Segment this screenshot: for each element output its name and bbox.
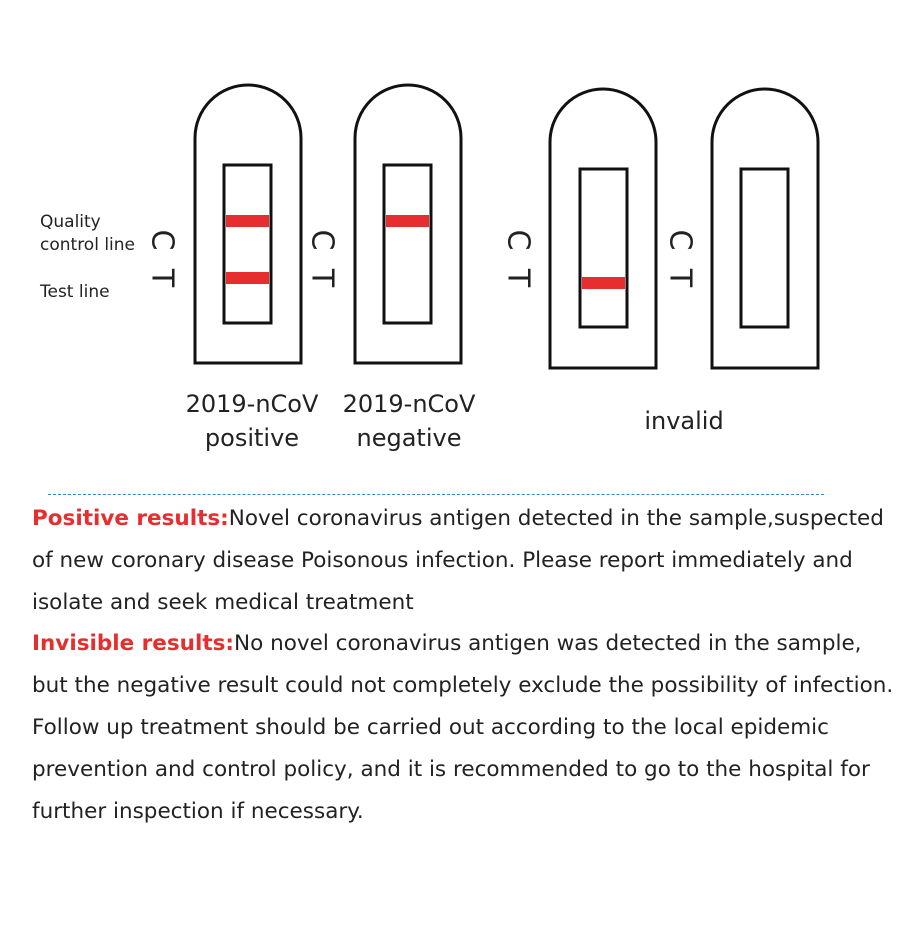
control-line-mark — [226, 215, 269, 227]
c-mark: C — [663, 230, 698, 251]
cassette-invalid-test-only: C T — [501, 87, 658, 370]
t-mark: T — [305, 268, 340, 288]
t-mark: T — [145, 268, 180, 288]
cassette-positive: C T — [145, 83, 303, 365]
control-line-mark — [386, 215, 429, 227]
cassette-body — [193, 83, 303, 365]
quality-label-line1: Quality — [40, 212, 101, 232]
cassette-body — [548, 87, 658, 370]
cassette-invalid-no-lines: C T — [663, 87, 820, 370]
t-mark: T — [663, 268, 698, 288]
test-line-mark — [226, 272, 269, 284]
t-mark: T — [501, 268, 536, 288]
invisible-results-label: Invisible results: — [32, 631, 235, 657]
caption-positive-line2: positive — [205, 424, 299, 452]
caption-negative-line2: negative — [357, 424, 462, 452]
caption-invalid: invalid — [644, 407, 723, 435]
positive-results-label: Positive results: — [32, 506, 229, 531]
caption-negative-line1: 2019-nCoV — [343, 390, 476, 418]
cassette-body — [353, 83, 463, 365]
invisible-results-text: No novel coronavirus antigen was detecte… — [32, 631, 894, 824]
section-divider — [48, 494, 824, 495]
result-window — [578, 167, 629, 329]
c-mark: C — [305, 230, 340, 251]
cassette-body — [710, 87, 820, 370]
test-result-diagram: Quality control line Test line C T C T C… — [39, 83, 820, 452]
positive-results-paragraph: Positive results:Novel coronavirus antig… — [32, 498, 902, 623]
test-line-mark — [582, 277, 625, 289]
quality-label-line2: control line — [40, 235, 135, 255]
invisible-results-paragraph: Invisible results:No novel coronavirus a… — [32, 623, 902, 832]
positive-results-text: Novel coronavirus antigen detected in th… — [32, 506, 884, 615]
c-mark: C — [501, 230, 536, 251]
result-window — [382, 163, 433, 325]
results-explanation: Positive results:Novel coronavirus antig… — [32, 498, 902, 832]
caption-positive-line1: 2019-nCoV — [186, 390, 319, 418]
result-window — [222, 163, 273, 325]
c-mark: C — [145, 230, 180, 251]
cassette-negative: C T — [305, 83, 463, 365]
result-window — [739, 167, 790, 329]
test-line-label: Test line — [39, 282, 110, 302]
